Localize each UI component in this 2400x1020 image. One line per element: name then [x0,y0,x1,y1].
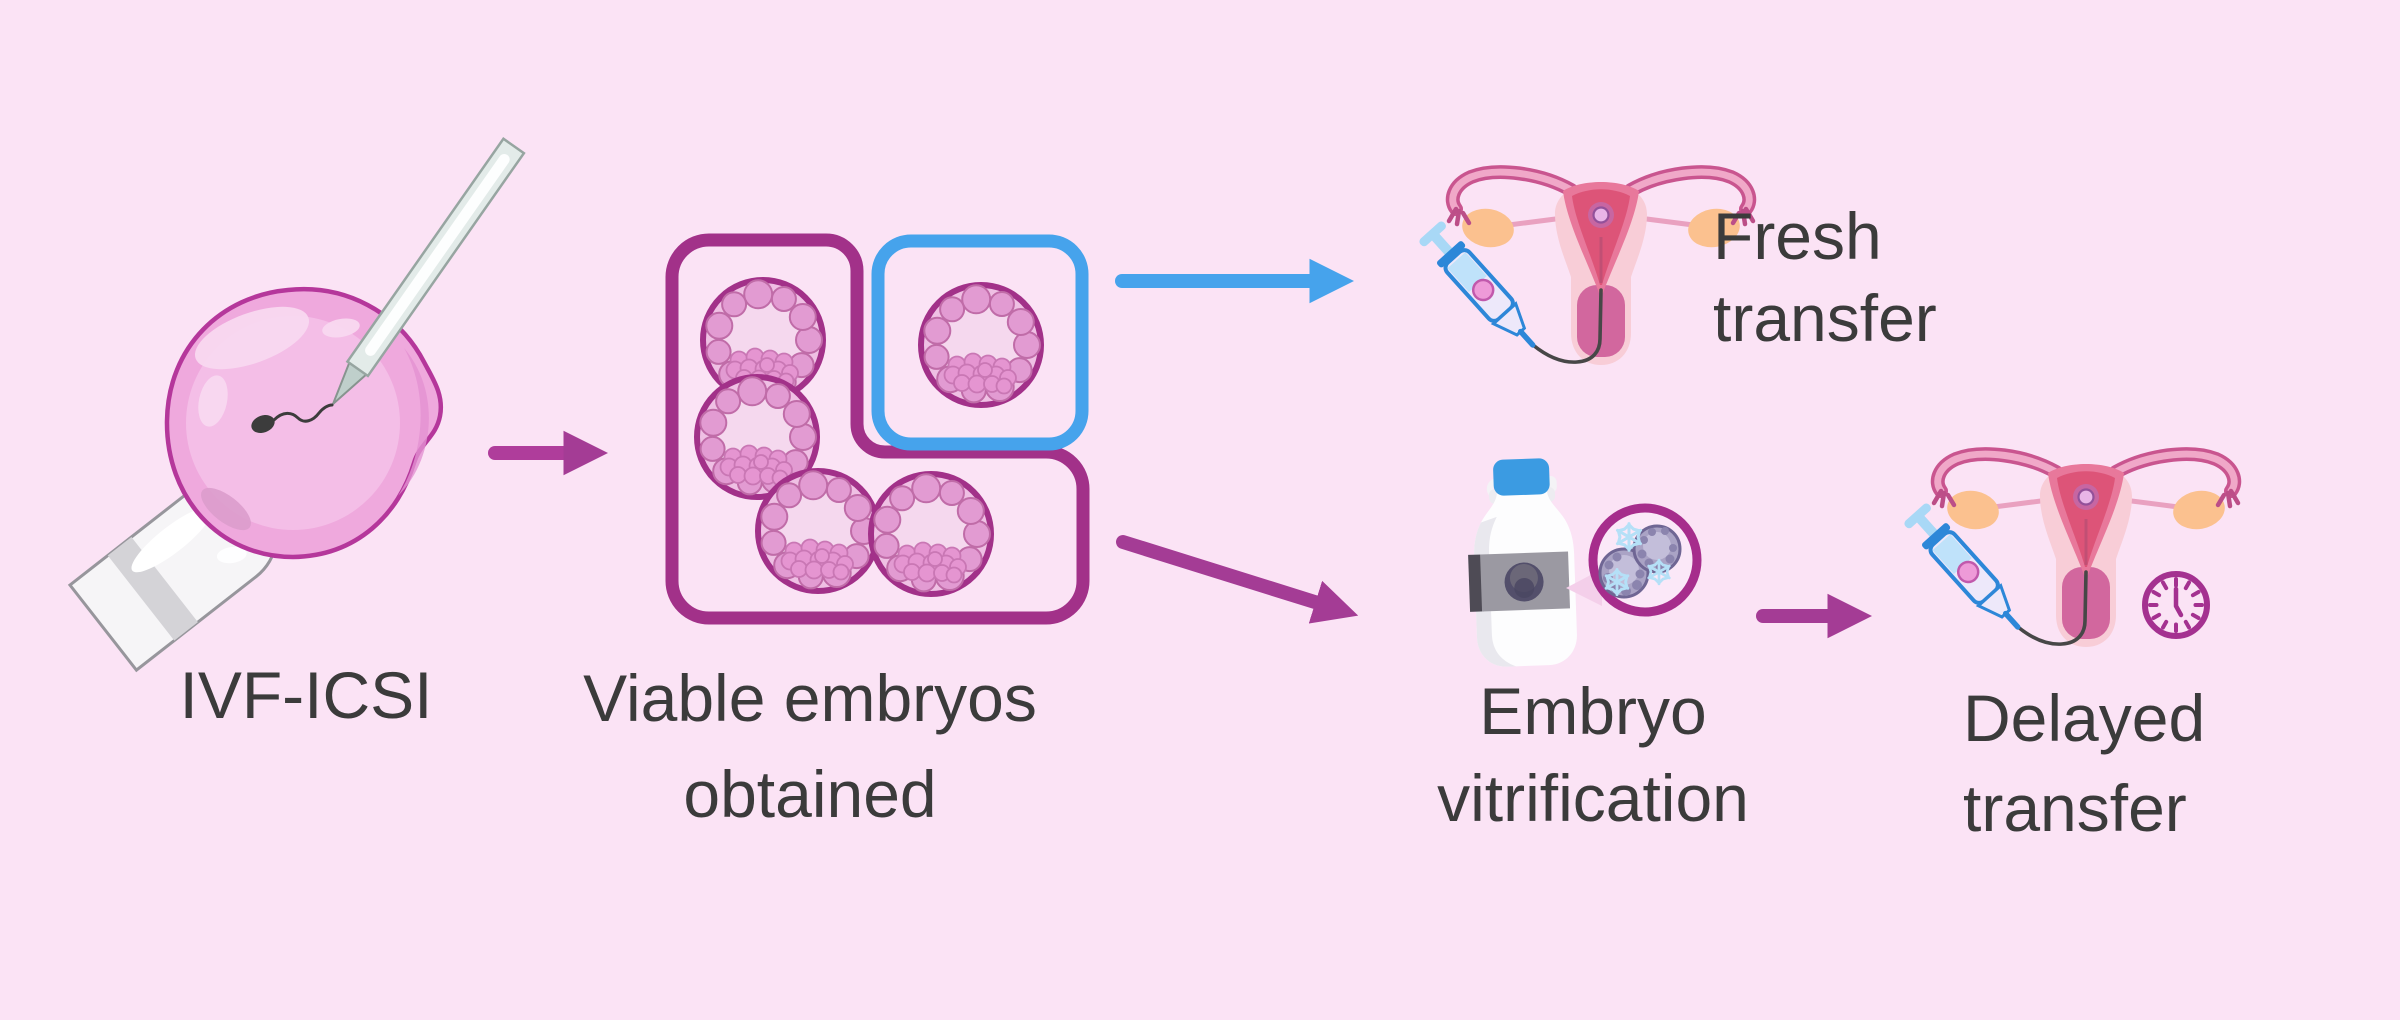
label-ivf-icsi: IVF-ICSI [179,657,432,733]
label-line: vitrification [1437,761,1749,835]
label-line: transfer [1963,771,2187,845]
frozen-embryo-icon [1632,524,1682,574]
sperm-icon [251,403,334,433]
label-line: Viable embryos [583,661,1037,735]
label-embryo-vitrification: Embryo vitrification [1437,668,1749,842]
tray-outline [665,233,1090,625]
blastocyst-icon-selected [921,285,1041,405]
label-line: transfer [1713,281,1937,355]
ivf-icsi-illustration [67,137,526,673]
fresh-transfer-uterus [1417,172,1753,365]
label-delayed-transfer: Delayed transfer [1963,673,2205,853]
blastocyst-icon [758,471,878,591]
blastocyst-icon [871,474,991,594]
cryo-bottle-icon [1468,458,1577,667]
label-line: IVF-ICSI [179,658,433,732]
arrow-embryos-to-vitrification [1116,535,1359,624]
label-line: Fresh [1713,199,1882,273]
embryo-vitrification-illustration [1468,458,1702,667]
label-line: Delayed [1963,681,2206,755]
label-viable-embryos: Viable embryos obtained [583,650,1037,842]
embryo-tray-icon [665,233,1090,625]
clock-icon [2142,571,2210,639]
label-fresh-transfer: Fresh transfer [1713,195,1937,359]
microneedle-icon [332,137,526,405]
label-line: Embryo [1479,674,1707,748]
bottle-cap [1493,458,1550,496]
frozen-embryos-magnifier-icon [1588,503,1702,617]
blue-selection-box [871,234,1089,451]
label-line: obtained [683,757,937,831]
